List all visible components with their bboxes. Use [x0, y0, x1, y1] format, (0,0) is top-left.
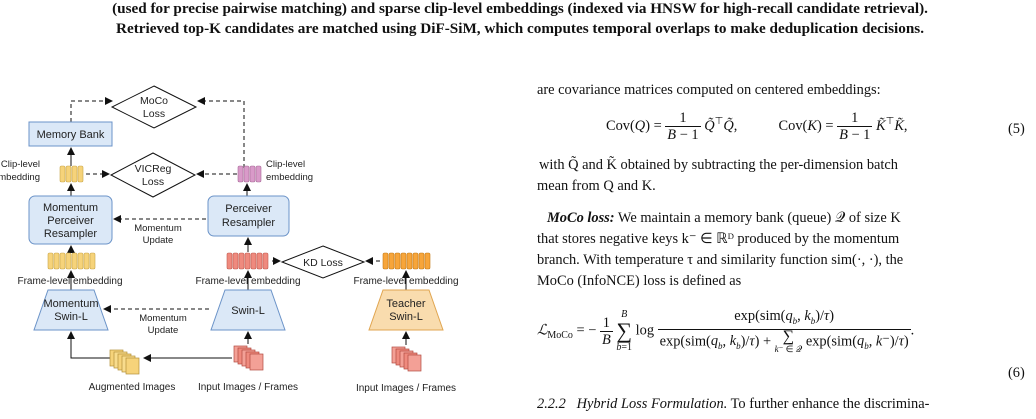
clip-level-right-label-2: embedding [266, 172, 313, 183]
moco-loss-diamond [110, 85, 198, 129]
teacher-swin-trapezoid [368, 289, 444, 331]
caption-line-2: Retrieved top-K candidates are matched u… [115, 20, 924, 37]
kd-loss-diamond [280, 245, 366, 279]
memory-bank-box [28, 121, 113, 147]
teacher-swin-label-1: Teacher [386, 298, 425, 310]
moco-loss-label-2: Loss [143, 108, 165, 120]
clip-embedding-right-icon [237, 165, 262, 183]
perceiver-resampler-box [207, 195, 290, 237]
momentum-update-top-label-1: Momentum [134, 223, 182, 234]
momentum-update-bottom-label-2: Update [148, 325, 179, 336]
with-line-1: with Q̃ and K̃ obtained by subtracting t… [539, 157, 898, 173]
section-number: 2.2.2 [537, 396, 566, 412]
frame-embedding-right-icon [382, 252, 431, 270]
moco-heading: MoCo loss: [547, 210, 615, 226]
vicreg-loss-label-2: Loss [142, 176, 164, 188]
input-images-right-label: Input Images / Frames [356, 383, 456, 394]
vicreg-loss-label-1: VICReg [135, 163, 172, 175]
input-images-mid-label: Input Images / Frames [198, 382, 298, 393]
momentum-update-top-label-2: Update [143, 235, 174, 246]
momentum-perceiver-box [28, 195, 113, 245]
eq5-number: (5) [1008, 121, 1025, 137]
frame-embedding-mid-icon [226, 252, 269, 270]
momentum-perceiver-label-3: Resampler [44, 228, 98, 240]
momentum-perceiver-label-2: Perceiver [47, 215, 94, 227]
moco-line-1-text: We maintain a memory bank (queue) 𝒬 of s… [614, 210, 901, 226]
momentum-swin-label-2: Swin-L [54, 311, 88, 323]
input-images-right-icon [391, 346, 422, 372]
memory-to-moco-arrow [70, 97, 113, 122]
clip-level-left-label-1: Clip-level [1, 159, 40, 170]
section-text: To further enhance the discrimina- [727, 396, 930, 412]
momentum-swin-trapezoid [33, 289, 109, 331]
cov-intro-text: are covariance matrices computed on cent… [537, 82, 881, 98]
perceiver-label-2: Resampler [222, 217, 276, 229]
moco-loss-label-1: MoCo [140, 95, 168, 107]
figure-caption: (used for precise pairwise matching) and… [6, 0, 1034, 39]
momentum-perceiver-label-1: Momentum [43, 202, 98, 214]
clip-to-moco-arrow [197, 97, 245, 168]
memory-bank-label: Memory Bank [37, 129, 105, 141]
swin-trapezoid [210, 289, 286, 331]
frame-embedding-left-icon [47, 252, 96, 270]
moco-paragraph-line-4: MoCo (InfoNCE) loss is defined as [537, 273, 742, 289]
moco-paragraph-line-1: MoCo loss: We maintain a memory bank (qu… [547, 210, 901, 227]
moco-paragraph-line-2: that stores negative keys k⁻ ∈ ℝᴰ produc… [537, 231, 900, 247]
with-line-2: mean from Q and K. [537, 178, 656, 194]
momentum-swin-label-1: Momentum [43, 298, 98, 310]
section-2-2-2-line: 2.2.2 Hybrid Loss Formulation. To furthe… [537, 396, 929, 413]
clip-level-left-label-2: embedding [0, 172, 40, 183]
frame-level-left-label: Frame-level embedding [17, 276, 122, 287]
moco-paragraph-line-3: branch. With temperature τ and similarit… [537, 252, 904, 268]
eq6-number: (6) [1008, 365, 1025, 381]
section-title: Hybrid Loss Formulation. [576, 396, 728, 412]
kd-loss-label: KD Loss [303, 257, 343, 269]
augmented-to-momentum-swin-arrow [67, 331, 110, 359]
teacher-swin-label-2: Swin-L [389, 311, 423, 323]
momentum-update-bottom-label-1: Momentum [139, 313, 187, 324]
perceiver-label-1: Perceiver [225, 203, 272, 215]
augmented-images-label: Augmented Images [89, 382, 176, 393]
swin-label: Swin-L [231, 305, 265, 317]
caption-line-1: (used for precise pairwise matching) and… [112, 0, 928, 17]
clip-embedding-left-icon [59, 165, 84, 183]
vicreg-loss-diamond [109, 152, 197, 198]
clip-level-right-label-1: Clip-level [266, 159, 305, 170]
augmented-images-icon [109, 349, 140, 375]
input-images-mid-icon [233, 345, 264, 371]
